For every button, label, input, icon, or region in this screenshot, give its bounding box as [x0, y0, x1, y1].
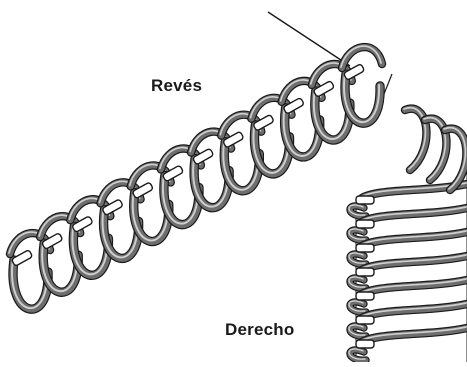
- knit-loop: [344, 73, 380, 123]
- seam-stitch: [356, 316, 374, 324]
- panel-loop: [349, 253, 366, 264]
- seam-stitch: [356, 244, 374, 252]
- seam-stitch: [356, 340, 374, 348]
- panel-loop: [349, 301, 366, 312]
- panel-row: [361, 303, 467, 318]
- seam-stitch: [356, 292, 374, 300]
- panel-loop: [349, 277, 366, 288]
- panel-row: [361, 327, 467, 342]
- panel-row: [361, 231, 467, 246]
- panel-loop: [349, 205, 366, 216]
- panel-loop: [349, 349, 366, 360]
- seam-stitches: [11, 64, 374, 348]
- seam-stitch: [356, 196, 374, 204]
- panel-loop: [349, 229, 366, 240]
- seam-stitch: [356, 268, 374, 276]
- seam-stitch: [356, 220, 374, 228]
- label-wrong-side: Revés: [151, 76, 202, 96]
- panel-row: [361, 279, 467, 294]
- label-right-side: Derecho: [225, 320, 294, 340]
- thread-line: [268, 12, 350, 66]
- panel-row: [361, 207, 467, 222]
- panel-row: [361, 255, 467, 270]
- panel-loop: [349, 325, 366, 336]
